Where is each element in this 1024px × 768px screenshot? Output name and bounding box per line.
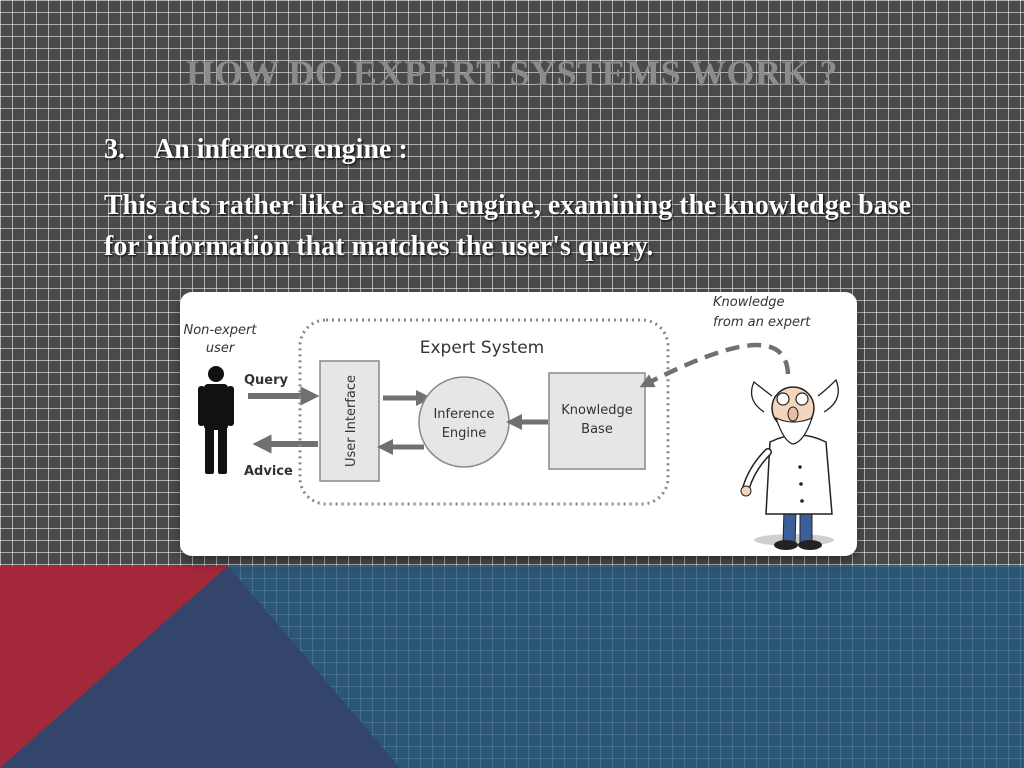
inference-engine-label-line1: Inference	[433, 407, 494, 422]
knowledge-base-label-line1: Knowledge	[561, 403, 632, 418]
expert-knowledge-label-line1: Knowledge	[713, 295, 784, 310]
expert-figure-icon	[740, 378, 839, 550]
slide-title: HOW DO EXPERT SYSTEMS WORK ?	[186, 53, 838, 93]
expert-knowledge-label-line2: from an expert	[713, 315, 811, 330]
corner-decoration	[0, 566, 400, 768]
heading-text: An inference engine :	[154, 134, 408, 165]
navy-triangle	[0, 566, 400, 768]
section-heading: 3. An inference engine :	[104, 134, 408, 166]
body-paragraph: This acts rather like a search engine, e…	[104, 190, 912, 262]
user-interface-box	[319, 360, 380, 482]
inference-engine-circle	[418, 376, 510, 468]
inference-engine-label-line2: Engine	[442, 426, 487, 441]
expert-system-title: Expert System	[420, 338, 545, 358]
knowledge-base-box	[548, 372, 646, 470]
expert-knowledge-arrow	[639, 342, 791, 388]
user-interface-label: User Interface	[344, 375, 359, 467]
query-label: Query	[244, 373, 289, 388]
expert-system-diagram: Non-expert user Query Advice Expert Syst…	[180, 292, 857, 556]
non-expert-label-line1: Non-expert	[184, 323, 258, 338]
user-figure-icon	[198, 366, 234, 474]
knowledge-base-label-line2: Base	[581, 422, 613, 437]
non-expert-label-line2: user	[206, 341, 236, 356]
advice-label: Advice	[244, 464, 293, 479]
heading-number: 3.	[104, 134, 125, 165]
expert-system-boundary	[298, 318, 670, 506]
